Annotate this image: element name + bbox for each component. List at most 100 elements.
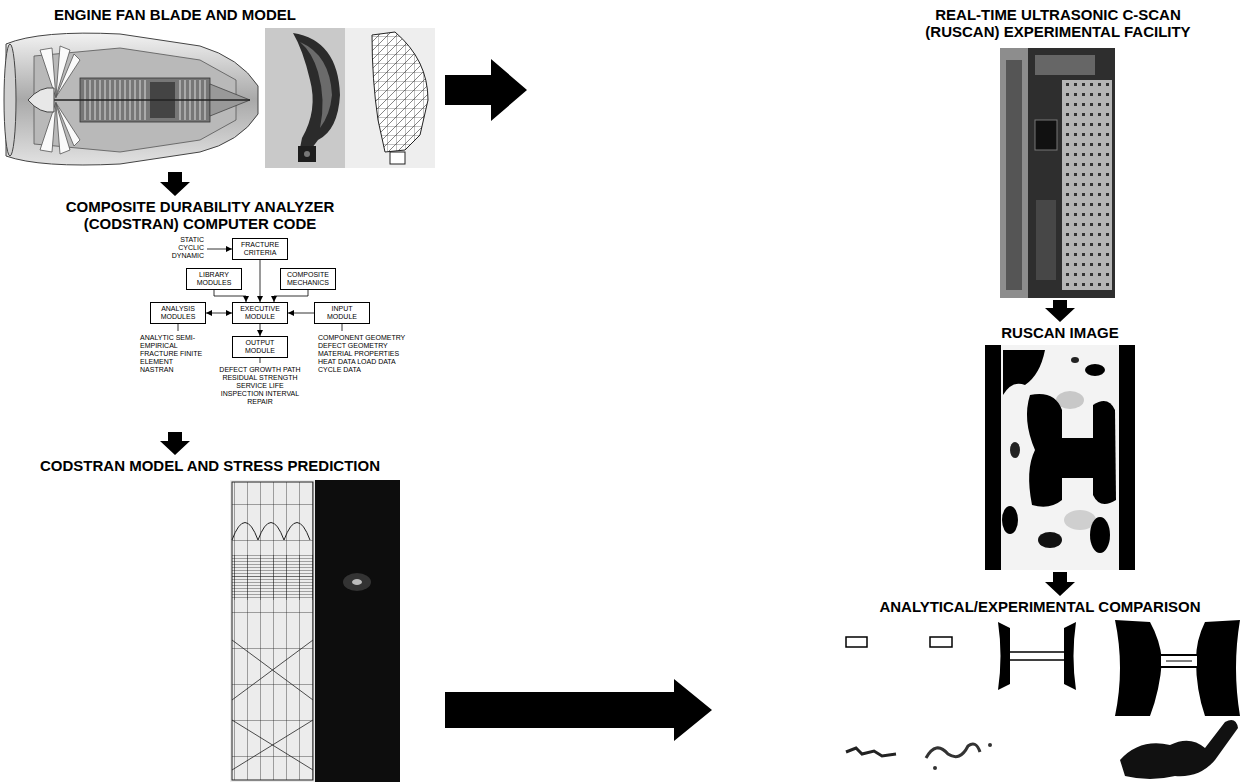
ruscan-image	[1002, 506, 1018, 534]
stress-prediction-plot	[352, 579, 362, 585]
comparison-specimens	[930, 637, 952, 647]
fan-blade-mesh-model	[345, 28, 435, 168]
codstran-mesh-model	[230, 480, 315, 782]
ruscan-image	[1119, 345, 1135, 570]
comparison-specimens	[1166, 661, 1192, 662]
comparison-specimens	[926, 744, 980, 758]
comparison-specimens	[1160, 655, 1198, 667]
fan-blade-mesh-model	[372, 32, 428, 152]
stress-prediction-plot	[315, 480, 400, 782]
flow-arrow	[288, 313, 314, 314]
ruscan-image	[1010, 442, 1020, 458]
ruscan-image	[985, 345, 1135, 570]
fan-blade-photo	[265, 28, 345, 168]
flow-arrow	[274, 290, 308, 302]
panel-heading: ANALYTICAL/EXPERIMENTAL COMPARISON	[845, 598, 1235, 615]
panel-heading: COMPOSITE DURABILITY ANALYZER (CODSTRAN)…	[40, 198, 360, 232]
engine-cutaway	[28, 88, 54, 113]
process-box: EXECUTIVE MODULE	[232, 302, 288, 324]
figure-panel: CODSTRAN MODEL AND STRESS PREDICTION	[8, 455, 445, 782]
note-text: COMPONENT GEOMETRY DEFECT GEOMETRY MATER…	[318, 334, 414, 374]
comparison-specimens	[846, 620, 1240, 779]
fan-blade-mesh-model	[372, 32, 428, 152]
ruscan-image	[1085, 364, 1105, 376]
process-box: LIBRARY MODULES	[186, 268, 242, 290]
note-text: STATIC CYCLIC DYNAMIC	[156, 236, 204, 260]
panel-heading: ENGINE FAN BLADE AND MODEL	[10, 6, 340, 23]
box-label: COMPOSITE MECHANICS	[284, 271, 332, 287]
ruscan-image	[1027, 394, 1062, 507]
panel-heading: CODSTRAN MODEL AND STRESS PREDICTION	[10, 457, 410, 474]
process-box: INPUT MODULE	[314, 302, 370, 324]
comparison-specimens	[1120, 720, 1238, 779]
process-box: COMPOSITE MECHANICS	[280, 268, 336, 290]
engine-cutaway	[4, 33, 258, 165]
box-label: FRACTURE CRITERIA	[236, 241, 284, 257]
leader-line	[207, 249, 232, 250]
ruscan-image	[1093, 401, 1116, 504]
box-label: OUTPUT MODULE	[236, 339, 284, 355]
ruscan-image	[1060, 438, 1095, 478]
ruscan-facility-photo	[1000, 48, 1028, 298]
panel-heading: RUSCAN IMAGE	[960, 324, 1160, 341]
flow-arrow	[206, 313, 232, 314]
leader-line	[178, 324, 179, 331]
codstran-mesh-model	[232, 523, 310, 541]
process-box: FRACTURE CRITERIA	[232, 238, 288, 260]
block-arrow	[1045, 572, 1075, 596]
block-arrow	[160, 172, 190, 196]
comparison-specimens	[846, 748, 896, 756]
ruscan-image	[1038, 532, 1062, 548]
note-text: ANALYTIC SEMI-EMPIRICAL FRACTURE FINITE …	[140, 334, 206, 374]
panel-heading: REAL-TIME ULTRASONIC C-SCAN (RUSCAN) EXP…	[908, 6, 1208, 40]
comparison-specimens	[1064, 622, 1076, 690]
fan-blade-photo	[298, 146, 316, 162]
block-arrow	[445, 679, 712, 741]
ruscan-facility-photo	[1035, 55, 1095, 75]
comparison-specimens	[1115, 620, 1162, 716]
block-arrow	[160, 432, 190, 455]
box-label: ANALYSIS MODULES	[154, 305, 202, 321]
figure-panel: ANALYTICAL/EXPERIMENTAL COMPARISON	[712, 596, 1243, 782]
leader-line	[260, 358, 261, 363]
process-box: ANALYSIS MODULES	[150, 302, 206, 324]
figure-panel: REAL-TIME ULTRASONIC C-SCAN (RUSCAN) EXP…	[527, 4, 1243, 300]
leader-line	[342, 324, 343, 331]
ruscan-image	[1003, 350, 1045, 395]
ruscan-image	[985, 345, 1135, 570]
engine-cutaway	[4, 44, 16, 156]
ruscan-facility-photo	[1035, 120, 1057, 150]
ruscan-facility-photo	[1062, 80, 1112, 290]
fan-blade-mesh-model	[345, 28, 435, 168]
codstran-mesh-model	[230, 480, 315, 782]
ruscan-image	[985, 345, 1001, 570]
comparison-specimens	[988, 743, 992, 747]
fan-blade-photo	[265, 28, 345, 168]
flow-arrow	[260, 324, 261, 336]
ruscan-facility-photo	[1062, 80, 1112, 290]
ruscan-image	[1071, 357, 1079, 363]
stress-prediction-plot	[315, 480, 400, 782]
note-text: DEFECT GROWTH PATH RESIDUAL STRENGTH SER…	[216, 366, 304, 406]
process-box: OUTPUT MODULE	[232, 336, 288, 358]
figure-panel: ENGINE FAN BLADE AND MODEL	[8, 4, 445, 172]
ruscan-facility-photo	[1006, 60, 1022, 290]
fan-blade-photo	[304, 151, 310, 157]
flow-arrow	[260, 260, 261, 302]
fan-blade-photo	[293, 33, 340, 148]
stress-prediction-plot	[343, 573, 371, 591]
ruscan-image	[1090, 517, 1110, 553]
fan-blade-mesh-model	[390, 152, 405, 164]
block-arrow	[1045, 300, 1075, 322]
comparison-specimens	[846, 637, 867, 647]
comparison-specimens	[998, 622, 1010, 690]
figure-panel: RUSCAN IMAGE	[860, 322, 1243, 572]
codstran-mesh-model	[232, 555, 313, 600]
comparison-specimens	[1196, 620, 1240, 716]
ruscan-facility-photo	[1000, 48, 1115, 298]
block-arrow	[445, 59, 527, 121]
ruscan-facility-photo	[1000, 48, 1115, 298]
